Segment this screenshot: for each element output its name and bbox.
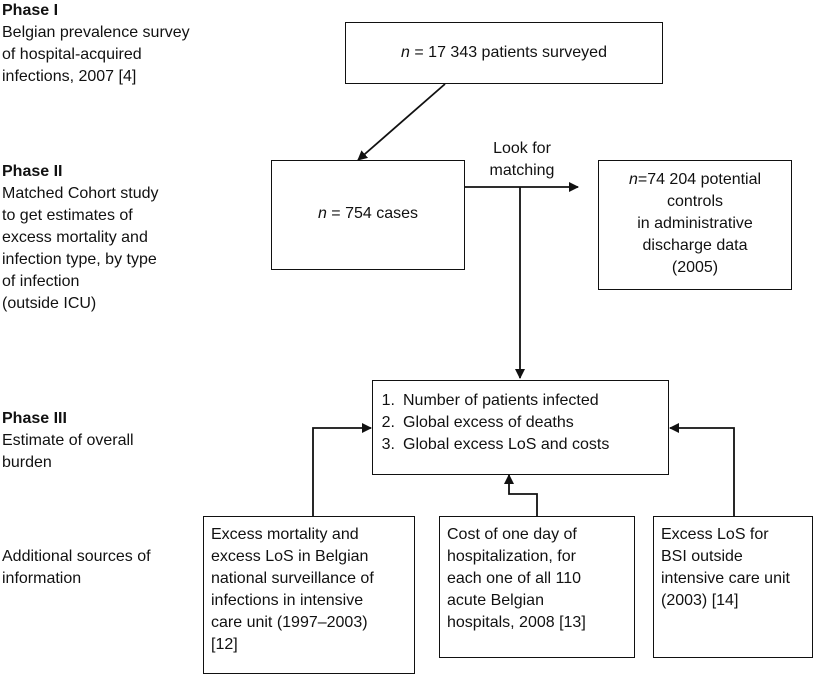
results-box: 1. Number of patients infected 2. Global e… bbox=[372, 380, 669, 475]
phase-1-line: infections, 2007 [4] bbox=[2, 68, 137, 85]
source-cost-text: Cost of one day of hospitalization, for … bbox=[447, 524, 586, 634]
matching-label: Look for matching bbox=[472, 138, 572, 182]
source-icu-line: national surveillance of bbox=[211, 570, 374, 587]
results-item-text: Number of patients infected bbox=[403, 392, 599, 409]
phase-2-line: of infection bbox=[2, 273, 80, 290]
results-item: 1. Number of patients infected bbox=[373, 390, 609, 412]
source-bsi-line: BSI outside bbox=[661, 548, 743, 565]
source-cost-line: acute Belgian bbox=[447, 592, 544, 609]
source-cost-box: Cost of one day of hospitalization, for … bbox=[439, 516, 635, 658]
phase-3-line: Estimate of overall bbox=[2, 432, 134, 449]
phase-2-label: Phase II Matched Cohort study to get est… bbox=[2, 161, 159, 315]
results-item: 2. Global excess of deaths bbox=[373, 412, 609, 434]
source-bsi-line: (2003) [14] bbox=[661, 592, 739, 609]
matching-label-line: matching bbox=[489, 162, 555, 179]
phase-2-title: Phase II bbox=[2, 163, 63, 180]
source-bsi-line: intensive care unit bbox=[661, 570, 790, 587]
source-icu-line: infections in intensive bbox=[211, 592, 364, 609]
results-item-number: 3. bbox=[381, 436, 395, 453]
phase-1-label: Phase I Belgian prevalence survey of hos… bbox=[2, 0, 190, 88]
phase-2-line: (outside ICU) bbox=[2, 295, 97, 312]
controls-box: n=74 204 potential controls in administr… bbox=[598, 160, 792, 290]
surveyed-text: n = 17 343 patients surveyed bbox=[346, 42, 662, 64]
source-bsi-line: Excess LoS for bbox=[661, 526, 769, 543]
surveyed-box: n = 17 343 patients surveyed bbox=[345, 22, 663, 84]
phase-1-title: Phase I bbox=[2, 2, 59, 19]
surveyed-count: = 17 343 patients surveyed bbox=[409, 44, 607, 61]
controls-line: in administrative bbox=[637, 215, 753, 232]
phase-2-line: to get estimates of bbox=[2, 207, 133, 224]
source-icu-text: Excess mortality and excess LoS in Belgi… bbox=[211, 524, 374, 656]
phase-3-line: burden bbox=[2, 454, 52, 471]
additional-sources-line: information bbox=[2, 570, 82, 587]
phase-2-line: infection type, by type bbox=[2, 251, 157, 268]
results-item-text: Global excess LoS and costs bbox=[403, 436, 610, 453]
matching-label-line: Look for bbox=[493, 140, 551, 157]
source-icu-box: Excess mortality and excess LoS in Belgi… bbox=[203, 516, 415, 674]
phase-3-title: Phase III bbox=[2, 410, 67, 427]
controls-line: discharge data bbox=[642, 237, 748, 254]
cases-text: n = 754 cases bbox=[272, 203, 464, 225]
results-list: 1. Number of patients infected 2. Global e… bbox=[373, 390, 610, 456]
arrow-cost-source-to-results bbox=[504, 474, 538, 516]
phase-2-line: excess mortality and bbox=[2, 229, 148, 246]
source-cost-line: Cost of one day of bbox=[447, 526, 577, 543]
results-item: 3. Global excess LoS and costs bbox=[373, 434, 610, 456]
arrow-bsi-source-to-results bbox=[669, 423, 735, 516]
arrow-surveyed-to-cases bbox=[357, 83, 446, 161]
results-item-number: 2. bbox=[381, 414, 395, 431]
phase-1-line: of hospital-acquired bbox=[2, 46, 142, 63]
cases-count: = 754 cases bbox=[326, 205, 419, 222]
controls-line: controls bbox=[666, 193, 724, 210]
source-icu-line: Excess mortality and bbox=[211, 526, 359, 543]
controls-text: n=74 204 potential controls in administr… bbox=[599, 169, 791, 279]
controls-line: n=74 204 potential bbox=[599, 169, 791, 191]
source-icu-line: [12] bbox=[211, 636, 238, 653]
source-cost-line: each one of all 110 bbox=[447, 570, 582, 587]
results-item-text: Global excess of deaths bbox=[403, 414, 574, 431]
source-icu-line: care unit (1997–2003) bbox=[211, 614, 368, 631]
source-cost-line: hospitals, 2008 [13] bbox=[447, 614, 586, 631]
surveyed-n-symbol: n bbox=[401, 44, 410, 61]
phase-1-line: Belgian prevalence survey bbox=[2, 24, 190, 41]
source-icu-line: excess LoS in Belgian bbox=[211, 548, 369, 565]
source-bsi-box: Excess LoS for BSI outside intensive car… bbox=[653, 516, 813, 658]
controls-line: (2005) bbox=[671, 259, 719, 276]
cases-box: n = 754 cases bbox=[271, 160, 465, 270]
additional-sources-line: Additional sources of bbox=[2, 548, 151, 565]
phase-2-line: Matched Cohort study bbox=[2, 185, 159, 202]
source-bsi-text: Excess LoS for BSI outside intensive car… bbox=[661, 524, 790, 612]
arrow-icu-source-to-results bbox=[312, 423, 372, 516]
controls-count: =74 204 potential bbox=[637, 171, 762, 188]
cases-n-symbol: n bbox=[317, 205, 327, 222]
phase-3-label: Phase III Estimate of overall burden bbox=[2, 408, 134, 474]
additional-sources-label: Additional sources of information bbox=[2, 546, 151, 590]
results-item-number: 1. bbox=[381, 392, 395, 409]
controls-n-symbol: n bbox=[628, 171, 638, 188]
source-cost-line: hospitalization, for bbox=[447, 548, 576, 565]
